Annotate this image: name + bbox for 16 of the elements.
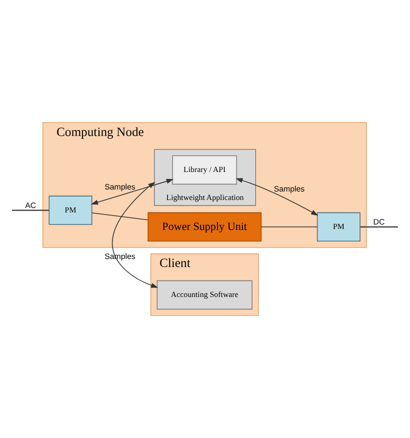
connector: [92, 212, 148, 220]
connector: [12, 210, 50, 211]
node-box: Accounting Software: [156, 280, 252, 310]
edge-label: Samples: [104, 182, 136, 192]
connector: [260, 226, 318, 228]
node-box: PM: [48, 196, 92, 225]
edge-label: DC: [373, 218, 385, 227]
node-box: Power Supply Unit: [148, 212, 262, 242]
arrow: [90, 178, 174, 205]
connector: [360, 226, 398, 228]
edge-label: AC: [25, 200, 36, 210]
edge-label: Samples: [274, 184, 305, 194]
arrow: [112, 182, 158, 288]
arrow: [236, 178, 318, 216]
node-box: PM: [316, 212, 360, 242]
node-box: Library / API: [172, 155, 238, 185]
